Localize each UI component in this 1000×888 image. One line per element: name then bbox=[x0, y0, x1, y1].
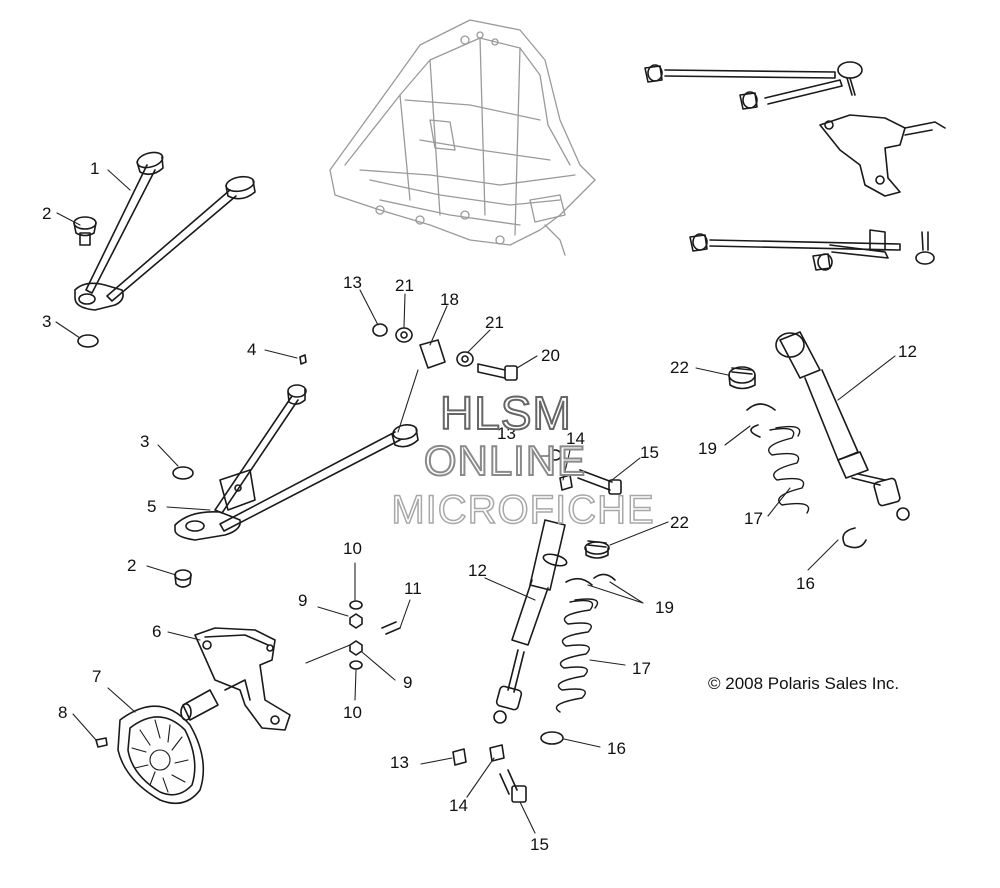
vehicle-frame bbox=[329, 19, 596, 256]
lower-a-arm bbox=[174, 384, 419, 541]
spring-seat-right bbox=[842, 527, 867, 549]
callout-9b: 9 bbox=[403, 673, 413, 692]
callout-20: 20 bbox=[541, 346, 560, 365]
cotter-pins bbox=[381, 621, 401, 635]
callout-12b: 12 bbox=[898, 342, 917, 361]
callout-7: 7 bbox=[92, 667, 102, 686]
callout-22b: 22 bbox=[670, 358, 689, 377]
callout-19b: 19 bbox=[698, 439, 717, 458]
callout-22: 22 bbox=[670, 513, 689, 532]
callout-17: 17 bbox=[632, 659, 651, 678]
washer-21-a bbox=[395, 327, 413, 343]
ball-joint-upper bbox=[73, 216, 97, 246]
bushing-13-lower bbox=[452, 748, 467, 766]
callout-2b: 2 bbox=[127, 556, 137, 575]
right-lower-a-arm bbox=[689, 229, 935, 271]
bolt-20 bbox=[477, 363, 506, 379]
callout-21b: 21 bbox=[485, 313, 504, 332]
callout-15: 15 bbox=[640, 443, 659, 462]
washer-21-b bbox=[456, 351, 474, 367]
callout-4: 4 bbox=[247, 340, 257, 359]
callout-6: 6 bbox=[152, 622, 162, 641]
right-upper-a-arm bbox=[644, 61, 863, 110]
spindle bbox=[180, 627, 291, 731]
callout-13b: 13 bbox=[497, 424, 516, 443]
retaining-ring-upper bbox=[77, 334, 99, 348]
retainer-clips-right bbox=[746, 403, 776, 438]
copyright-notice: © 2008 Polaris Sales Inc. bbox=[708, 674, 900, 693]
watermark-line-2: ONLINE bbox=[423, 436, 587, 485]
callout-17b: 17 bbox=[744, 509, 763, 528]
brake-disc-guard bbox=[117, 705, 205, 805]
small-bolt bbox=[299, 354, 307, 365]
callout-9: 9 bbox=[298, 591, 308, 610]
sleeve-18 bbox=[419, 339, 446, 369]
callout-10b: 10 bbox=[343, 703, 362, 722]
callout-13: 13 bbox=[343, 273, 362, 292]
callout-10: 10 bbox=[343, 539, 362, 558]
right-shock bbox=[775, 331, 910, 521]
watermark-line-1: HLSM bbox=[439, 386, 572, 440]
center-shock-upper-hardware bbox=[548, 449, 622, 495]
retainer-clips-center bbox=[565, 573, 616, 586]
leader-lines bbox=[55, 169, 896, 834]
callout-14b: 14 bbox=[449, 796, 468, 815]
bump-stop-right bbox=[728, 366, 756, 390]
bump-stop-center bbox=[584, 540, 610, 559]
coil-spring-right bbox=[768, 425, 810, 514]
callout-11: 11 bbox=[404, 579, 422, 598]
watermark-line-3: MICROFICHE bbox=[391, 487, 655, 533]
callout-19: 19 bbox=[655, 598, 674, 617]
coil-spring-center bbox=[555, 598, 599, 713]
callout-1: 1 bbox=[90, 159, 100, 178]
callout-21: 21 bbox=[395, 276, 414, 295]
callout-5: 5 bbox=[147, 497, 157, 516]
callout-3: 3 bbox=[42, 312, 52, 331]
spring-seat-center bbox=[540, 731, 564, 745]
callout-13c: 13 bbox=[390, 753, 409, 772]
right-spindle bbox=[819, 114, 946, 197]
callout-8: 8 bbox=[58, 703, 68, 722]
upper-a-arm bbox=[74, 151, 256, 311]
callout-2: 2 bbox=[42, 204, 52, 223]
callout-16: 16 bbox=[607, 739, 626, 758]
center-lower-hardware bbox=[452, 744, 527, 803]
callout-12: 12 bbox=[468, 561, 487, 580]
retaining-ring-lower bbox=[172, 466, 194, 480]
callout-18: 18 bbox=[440, 290, 459, 309]
center-shock bbox=[493, 519, 568, 724]
sleeve-14-lower bbox=[489, 744, 505, 762]
pivot-hardware bbox=[372, 323, 518, 381]
callout-15b: 15 bbox=[530, 835, 549, 854]
callout-16b: 16 bbox=[796, 574, 815, 593]
washers-nuts bbox=[349, 600, 363, 670]
bushing-13 bbox=[372, 323, 388, 337]
ball-joint-lower bbox=[174, 569, 192, 588]
callout-14: 14 bbox=[566, 429, 585, 448]
callout-3b: 3 bbox=[140, 432, 150, 451]
screw bbox=[95, 737, 108, 748]
